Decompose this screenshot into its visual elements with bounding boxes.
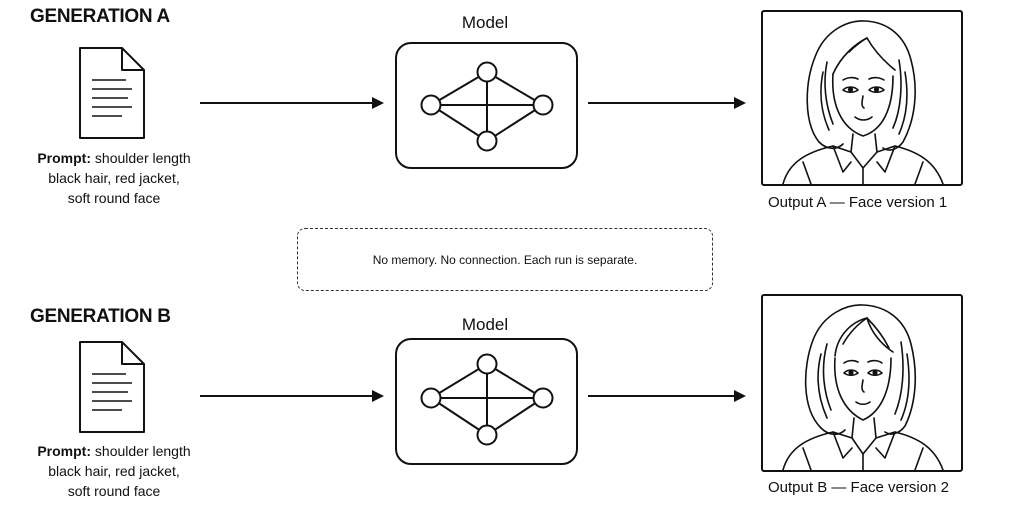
arrow-right-icon [588,95,748,111]
portrait-illustration [782,20,944,184]
model-label-b: Model [461,315,509,334]
neural-network-icon [420,353,554,446]
portrait-output-a [761,10,963,186]
document-icon [78,340,146,434]
prompt-line: shoulder length [91,443,191,459]
model-label-a: Model [461,13,509,32]
document-icon [78,46,146,140]
output-caption-b: Output B — Face version 2 [768,479,949,496]
arrow-right-icon [200,95,386,111]
arrow-right-icon [200,388,386,404]
prompt-label: Prompt: [37,150,92,166]
prompt-line: shoulder length [91,150,191,166]
prompt-line: black hair, red jacket, [48,170,180,186]
prompt-text-b: Prompt: shoulder length black hair, red … [9,441,219,501]
prompt-line: soft round face [67,190,161,206]
prompt-line: soft round face [67,483,161,499]
generation-a-title: GENERATION A [30,6,170,27]
separator-note-text: No memory. No connection. Each run is se… [372,252,638,267]
neural-network-icon [420,61,554,152]
separator-note: No memory. No connection. Each run is se… [297,228,713,291]
portrait-output-b [761,294,963,472]
prompt-label: Prompt: [37,443,92,459]
prompt-line: black hair, red jacket, [48,463,180,479]
arrow-right-icon [588,388,748,404]
prompt-text-a: Prompt: shoulder length black hair, red … [9,148,219,208]
portrait-illustration [782,304,944,470]
model-box-a [395,42,578,169]
model-box-b [395,338,578,465]
generation-b-title: GENERATION B [30,306,171,327]
output-caption-a: Output A — Face version 1 [768,194,948,211]
